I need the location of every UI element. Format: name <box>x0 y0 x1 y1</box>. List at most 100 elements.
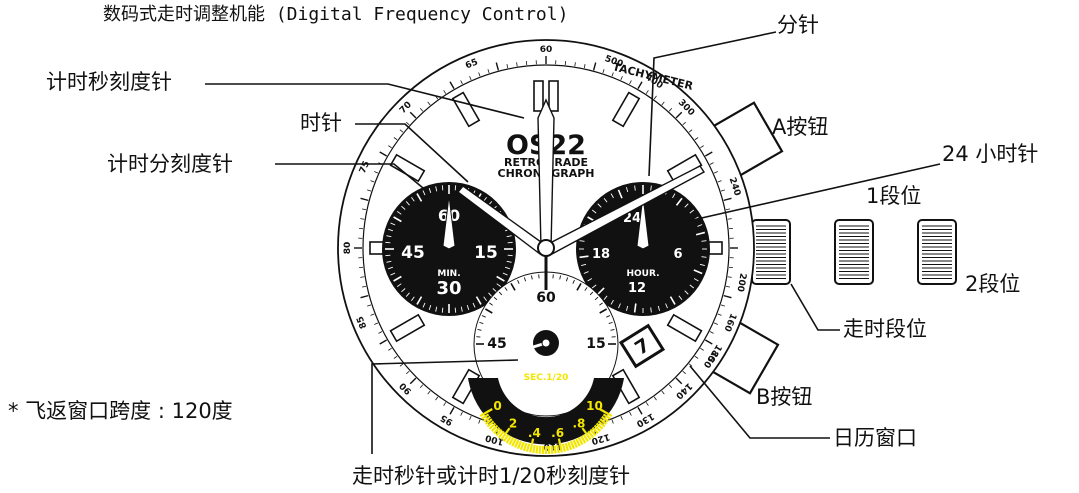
bezel-number: 60 <box>540 45 553 55</box>
crown-run-position <box>751 219 791 285</box>
retro-tick <box>503 434 510 442</box>
bezel-tick <box>449 81 455 90</box>
retro-tick <box>564 442 570 452</box>
bezel-tick <box>723 294 732 299</box>
retro-tick <box>511 438 517 447</box>
hour-marker <box>611 91 641 128</box>
retro-tick <box>481 413 490 420</box>
seconds-tick <box>610 329 615 331</box>
bezel-tick <box>688 363 693 367</box>
label-button-b: B按钮 <box>756 385 812 409</box>
subdial-tick <box>697 224 703 227</box>
subdial-tick <box>699 263 705 266</box>
retro-tick <box>557 438 563 453</box>
bezel-tick <box>709 331 714 334</box>
retro-scale: 02.4.6.810 <box>493 399 603 440</box>
bezel-tick <box>611 72 614 77</box>
hour-marker <box>666 313 703 343</box>
subdial-tick <box>591 209 597 214</box>
seconds-tick <box>489 302 493 306</box>
subdial-tick <box>669 296 676 305</box>
label-retro-span: * 飞返窗口跨度 : 120度 <box>8 399 233 423</box>
bezel-tick <box>460 411 463 416</box>
bezel-tick <box>668 108 673 112</box>
retro-scale-label: .8 <box>572 416 585 430</box>
retro-tick <box>589 428 597 437</box>
bezel-tick <box>675 111 683 119</box>
retro-tick <box>484 418 493 425</box>
bezel-tick <box>370 313 375 316</box>
second-sub-60: 60 <box>536 290 556 306</box>
bezel-tick <box>620 415 623 420</box>
bezel-tick <box>602 69 605 74</box>
seconds-tick <box>481 315 486 318</box>
bezel-tick <box>637 81 643 90</box>
subdial-tick <box>475 296 482 305</box>
bezel-tick <box>419 108 424 112</box>
bezel-tick <box>478 72 481 77</box>
hour-sub-6: 6 <box>673 247 682 262</box>
second-hand <box>491 341 547 362</box>
subdial-tick <box>634 185 636 191</box>
retro-tick <box>532 444 536 454</box>
bezel-tick <box>637 406 643 415</box>
retro-label: SEC.1/20 <box>524 373 569 383</box>
retro-tick <box>587 430 595 439</box>
seconds-tick <box>584 287 588 291</box>
bezel-tick <box>506 64 509 69</box>
crown-position-1 <box>834 219 874 285</box>
retro-scale-label: 0 <box>493 399 501 413</box>
label-crown-run: 走时段位 <box>843 317 927 341</box>
subdial-tick <box>435 306 438 312</box>
center-pinion <box>537 239 555 257</box>
subdial-tick <box>579 240 585 242</box>
chrono-second-hand <box>537 98 555 249</box>
bezel-tick <box>682 121 686 126</box>
seconds-tick <box>517 279 520 284</box>
retro-ticks <box>479 408 613 454</box>
minute-sub-15: 15 <box>474 243 498 263</box>
subdial-tick <box>579 255 589 259</box>
retro-tick <box>567 441 573 451</box>
subdial-tick <box>633 303 637 313</box>
retro-tick <box>495 428 503 437</box>
bezel-tick <box>443 402 447 406</box>
subdial-tick <box>506 235 512 238</box>
subdial-tick <box>466 304 470 311</box>
minute-sub-30: 30 <box>436 278 461 299</box>
subdial-tick <box>411 296 415 302</box>
second-sub-45: 45 <box>487 336 506 352</box>
subdial-tick <box>617 189 623 199</box>
minute-sub-label: MIN. <box>437 269 460 279</box>
subdial-tick <box>650 307 652 313</box>
subdial-tick <box>385 241 391 244</box>
subdial-tick <box>583 271 589 274</box>
bezel-tick <box>370 180 375 183</box>
bezel-tick <box>713 322 718 325</box>
subdial-tick <box>689 209 695 214</box>
bezel-number: 85 <box>355 314 369 329</box>
retro-tick <box>505 435 512 444</box>
date-window: 7 <box>618 323 666 369</box>
subdial-tick <box>472 302 476 308</box>
retro-tick <box>581 427 592 441</box>
bezel-tick <box>668 384 673 388</box>
subdial-tick <box>693 269 703 275</box>
bezel-tick <box>360 197 369 202</box>
subdial-tick <box>496 275 505 282</box>
subdial-tick <box>405 292 410 297</box>
retro-tick <box>514 439 520 448</box>
seconds-tick <box>498 291 503 296</box>
bezel-tick <box>399 363 404 367</box>
bezel-tick <box>487 69 490 74</box>
bezel-tick <box>713 171 718 174</box>
hour-sub-label: HOUR. <box>626 269 659 279</box>
seconds-tick <box>484 308 493 314</box>
subdial-tick <box>390 222 396 226</box>
bezel-tick <box>620 76 623 81</box>
retro-tick <box>580 435 587 444</box>
subdial-tick <box>401 288 406 293</box>
